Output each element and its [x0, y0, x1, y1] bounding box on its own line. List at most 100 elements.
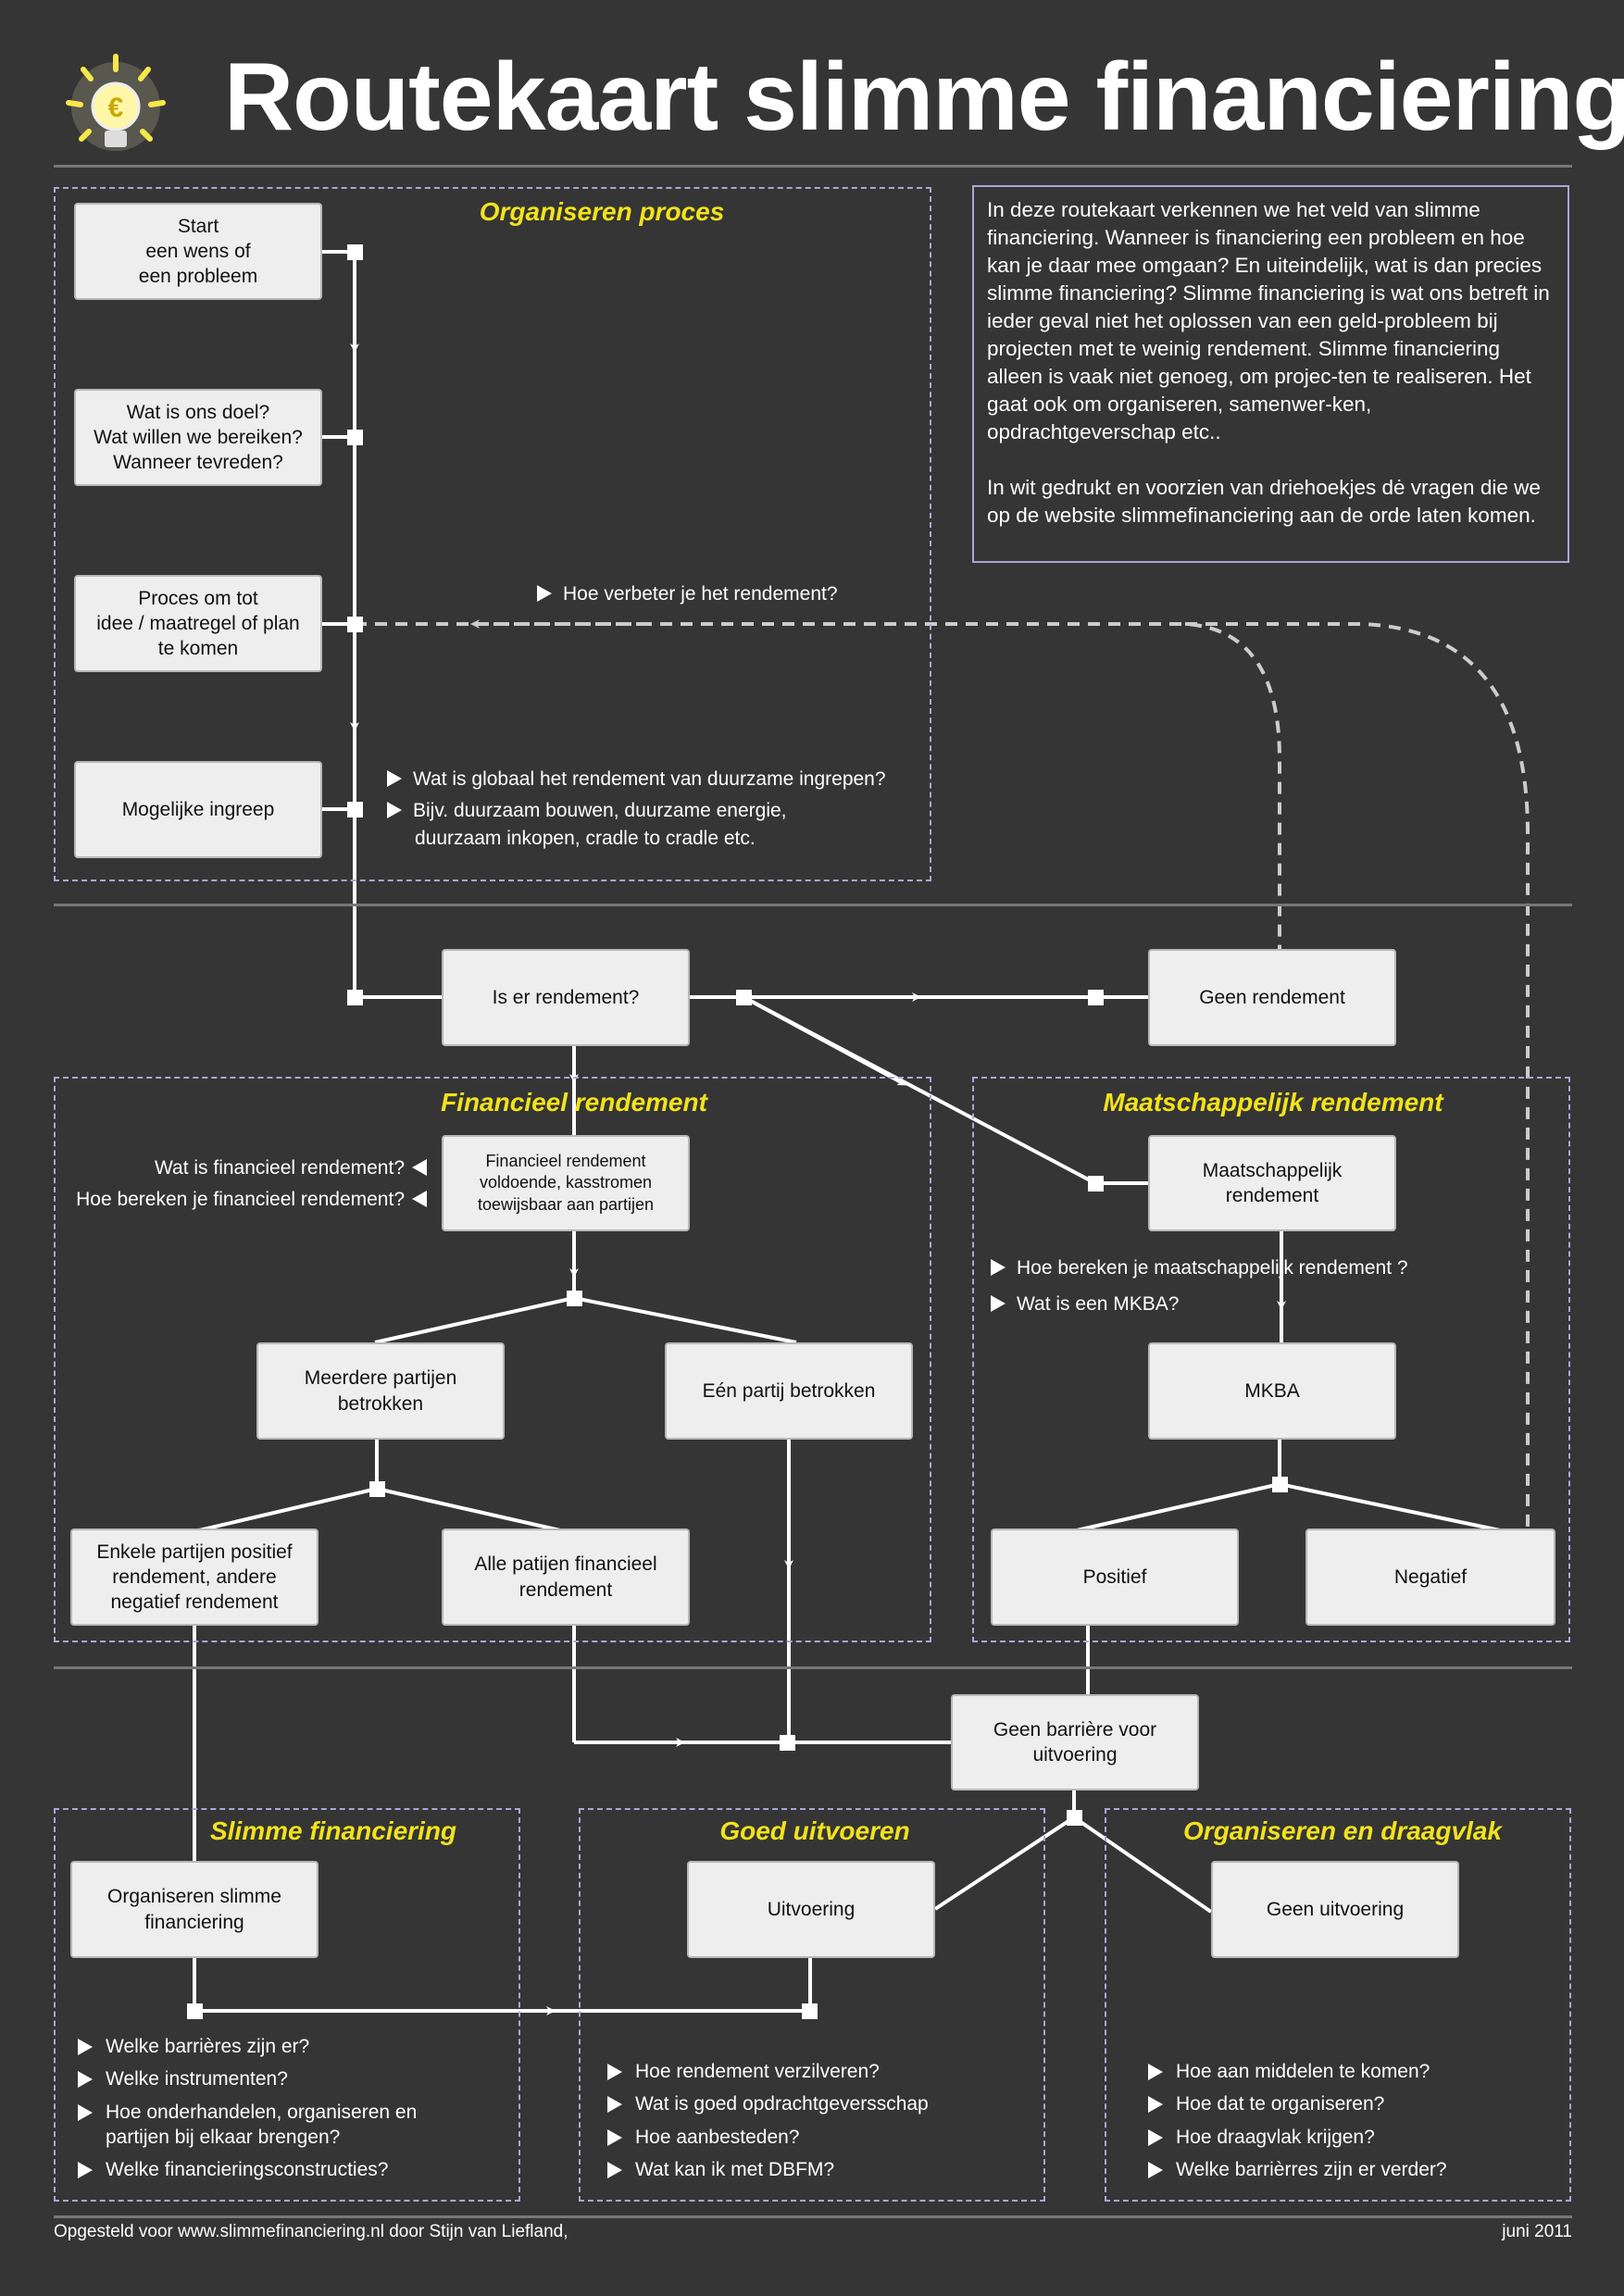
junction [736, 990, 752, 1005]
question-text: Hoe dat te organiseren? [1176, 2093, 1385, 2115]
question: Wat is globaal het rendement van duurzam… [387, 768, 886, 791]
question-text: Wat is globaal het rendement van duurzam… [413, 768, 886, 790]
list-item: Welke financieringsconstructies? [78, 2157, 513, 2182]
header-divider [54, 165, 1572, 168]
question-text: Hoe rendement verzilveren? [635, 2061, 880, 2082]
question-text: Hoe draagvlak krijgen? [1176, 2126, 1375, 2148]
question-text: duurzaam inkopen, cradle to cradle etc. [415, 828, 756, 849]
triangle-bullet-icon [607, 2161, 622, 2178]
footer-divider [54, 2215, 1572, 2218]
dashed-loop-connector [355, 622, 1281, 949]
section-financieel-rendement [54, 1077, 931, 1642]
section-title: Goed uitvoeren [719, 1816, 910, 1845]
connector [376, 1487, 561, 1532]
box-meerdere-partijen: Meerdere partijen betrokken [256, 1342, 505, 1440]
list-item: Wat is goed opdrachtgeversschap [607, 2091, 1043, 2116]
question: Wat is financieel rendement? [155, 1157, 427, 1179]
list-item: Welke barrièrres zijn er verder? [1148, 2157, 1565, 2182]
box-proces: Proces om tot idee / maatregel of plan t… [74, 575, 322, 672]
box-geen-rendement: Geen rendement [1148, 949, 1396, 1046]
triangle-bullet-icon [78, 2103, 93, 2121]
list-item: Hoe onderhandelen, organiseren en partij… [78, 2100, 513, 2151]
junction [1272, 1477, 1288, 1492]
question-text: Hoe verbeter je het rendement? [563, 583, 838, 605]
box-is-er-rendement: Is er rendement? [442, 949, 690, 1046]
question-text: Bijv. duurzaam bouwen, duurzame energie, [413, 800, 787, 821]
triangle-bullet-icon [78, 2071, 93, 2089]
question-list-goed-uitvoeren: Hoe rendement verzilveren? Wat is goed o… [607, 2059, 1043, 2190]
connector [933, 1816, 1076, 1911]
question-text: Welke barrièrres zijn er verder? [1176, 2158, 1447, 2180]
section-divider [54, 1666, 1572, 1669]
box-alle-partijen: Alle patijen financieel rendement [442, 1529, 690, 1626]
list-item: Hoe draagvlak krijgen? [1148, 2125, 1565, 2150]
question: Bijv. duurzaam bouwen, duurzame energie, [387, 800, 787, 822]
box-uitvoering: Uitvoering [687, 1861, 935, 1958]
box-organiseren-slimme-financiering: Organiseren slimme financiering [70, 1861, 319, 1958]
question: Hoe bereken je financieel rendement? [76, 1189, 427, 1211]
question-text: Wat is een MKBA? [1017, 1293, 1180, 1315]
section-title: Slimme financiering [209, 1816, 457, 1845]
triangle-bullet-icon [412, 1191, 427, 1207]
triangle-bullet-icon [607, 2128, 622, 2146]
question: Wat is een MKBA? [991, 1293, 1179, 1316]
triangle-bullet-icon [1148, 2161, 1163, 2178]
question-text: Wat is financieel rendement? [154, 1157, 405, 1179]
list-item: Hoe aan middelen te komen? [1148, 2059, 1565, 2084]
box-doel: Wat is ons doel? Wat willen we bereiken?… [74, 389, 322, 486]
question-list-slimme-financiering: Welke barrières zijn er? Welke instrumen… [78, 2034, 513, 2190]
connector [1072, 1816, 1213, 1914]
intro-paragraph: In deze routekaart verkennen we het veld… [987, 198, 1550, 443]
intro-paragraph: In wit gedrukt en voorzien van driehoekj… [987, 476, 1541, 527]
junction [347, 430, 363, 445]
connector [1076, 1482, 1280, 1532]
section-slimme-financiering [54, 1808, 520, 2202]
junction [347, 244, 363, 260]
junction [347, 990, 363, 1005]
box-financieel-voldoende: Financieel rendement voldoende, kasstrom… [442, 1135, 690, 1231]
box-maatschappelijk-rendement: Maatschappelijk rendement [1148, 1135, 1396, 1231]
section-divider [54, 904, 1572, 906]
intro-text-box: In deze routekaart verkennen we het veld… [972, 185, 1569, 563]
junction [1067, 1810, 1082, 1826]
junction [347, 617, 363, 632]
footer-credit: Opgesteld voor www.slimmefinanciering.nl… [54, 2222, 568, 2241]
triangle-bullet-icon [78, 2039, 93, 2055]
footer-date: juni 2011 [1502, 2222, 1572, 2241]
question-text: Hoe aanbesteden? [635, 2126, 800, 2148]
page-title: Routekaart slimme financiering [224, 44, 1624, 151]
triangle-bullet-icon [412, 1159, 427, 1176]
section-organiseren-draagvlak [1105, 1808, 1571, 2202]
triangle-bullet-icon [387, 802, 402, 818]
list-item: Hoe rendement verzilveren? [607, 2059, 1043, 2084]
triangle-bullet-icon [1148, 2064, 1163, 2080]
box-mogelijke-ingreep: Mogelijke ingreep [74, 761, 322, 858]
triangle-bullet-icon [78, 2162, 93, 2179]
dashed-loop-connector [1185, 622, 1530, 1530]
triangle-bullet-icon [991, 1295, 1006, 1312]
question-text: Hoe onderhandelen, organiseren en partij… [106, 2101, 418, 2148]
lightbulb-logo-icon: € [66, 54, 166, 151]
question-list-organiseren-draagvlak: Hoe aan middelen te komen? Hoe dat te or… [1148, 2059, 1565, 2190]
connector [1279, 1482, 1501, 1532]
list-item: Wat kan ik met DBFM? [607, 2157, 1043, 2182]
svg-text:€: € [108, 93, 124, 123]
section-organiseren-proces [54, 187, 931, 881]
junction [802, 2003, 818, 2019]
question-text: Wat is goed opdrachtgeversschap [635, 2093, 929, 2115]
section-title: Maatschappelijk rendement [1103, 1088, 1443, 1117]
section-title: Organiseren en draagvlak [1183, 1816, 1502, 1845]
triangle-bullet-icon [607, 2064, 622, 2080]
section-title: Financieel rendement [441, 1088, 707, 1117]
box-geen-barriere: Geen barrière voor uitvoering [951, 1694, 1199, 1791]
list-item: Hoe aanbesteden? [607, 2125, 1043, 2150]
question-text: Hoe bereken je financieel rendement? [76, 1189, 405, 1210]
junction [567, 1291, 582, 1306]
question-text: Hoe bereken je maatschappelijk rendement… [1017, 1257, 1408, 1279]
junction [780, 1735, 795, 1751]
question-text: Wat kan ik met DBFM? [635, 2158, 835, 2180]
box-enkele-partijen: Enkele partijen positief rendement, ande… [70, 1529, 319, 1626]
junction [1088, 1176, 1104, 1192]
section-goed-uitvoeren [579, 1808, 1045, 2202]
